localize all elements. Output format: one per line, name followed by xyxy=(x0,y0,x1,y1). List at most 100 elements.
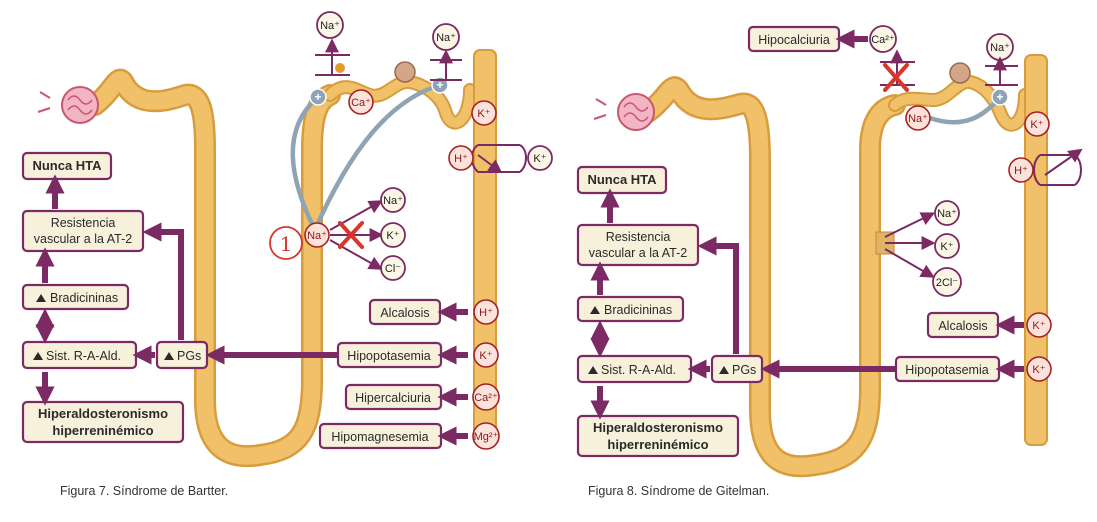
exchanger-icon xyxy=(1033,154,1082,186)
label-sist-raa: Sist. R-A-Ald. xyxy=(46,349,121,363)
nephron-tubule xyxy=(593,54,1048,478)
ion-ca xyxy=(348,89,374,115)
ion-ca xyxy=(472,383,500,411)
box-nunca-hta xyxy=(576,165,668,195)
ion-h xyxy=(448,145,474,171)
ion-na xyxy=(934,200,960,226)
ion-mg-label: Mg²⁺ xyxy=(474,431,499,443)
up-arrow-icon xyxy=(164,352,174,360)
ion-ca xyxy=(869,25,897,53)
ion-cl xyxy=(932,267,962,297)
ion-na-label: Na⁺ xyxy=(383,195,403,207)
box-hiperaldosteronismo xyxy=(21,400,185,444)
paracellular-pipe-b xyxy=(312,82,443,233)
label-hiperaldo-1: Hiperaldosteronismo xyxy=(38,406,168,421)
up-arrow-icon xyxy=(590,306,600,314)
label-hiperaldo-2: hiperreninémico xyxy=(607,437,708,452)
label-nunca-hta: Nunca HTA xyxy=(587,172,657,187)
ion-k-label: K⁺ xyxy=(477,108,490,120)
ion-k-label: K⁺ xyxy=(533,153,546,165)
label-hiperaldo-1: Hiperaldosteronismo xyxy=(593,420,723,435)
arrow-transport xyxy=(329,239,383,270)
box-bradicininas xyxy=(21,283,130,311)
ion-k xyxy=(471,100,497,126)
label-resistencia-1: Resistencia xyxy=(51,216,116,230)
arrow-transport xyxy=(884,212,936,238)
label-resistencia-1: Resistencia xyxy=(606,230,671,244)
ion-k-label: K⁺ xyxy=(479,350,492,362)
ion-k-label: K⁺ xyxy=(1032,364,1045,376)
arrow-pgs-to-resistencia xyxy=(697,236,739,354)
ion-k xyxy=(1026,312,1052,338)
caption-gitelman: Figura 8. Síndrome de Gitelman. xyxy=(588,484,769,498)
box-hiperaldosteronismo xyxy=(576,414,740,458)
ion-k xyxy=(473,342,499,368)
pump-icon xyxy=(335,63,345,73)
ion-na-label: Na⁺ xyxy=(937,208,957,220)
label-resistencia-2: vascular a la AT-2 xyxy=(589,246,687,260)
ion-na-label: Na⁺ xyxy=(908,113,928,125)
ion-na-label: Na⁺ xyxy=(307,230,327,242)
svg-text:+: + xyxy=(996,90,1003,104)
ion-ca-label: Ca²⁺ xyxy=(871,34,895,46)
caption-bartter: Figura 7. Síndrome de Bartter. xyxy=(60,484,228,498)
ion-k xyxy=(934,233,960,259)
label-bradicininas: Bradicininas xyxy=(604,303,672,317)
ion-k xyxy=(1026,356,1052,382)
transporter-icon xyxy=(985,65,1018,86)
up-arrow-icon xyxy=(33,352,43,360)
ion-cl-label: 2Cl⁻ xyxy=(936,277,959,289)
ion-k-label: K⁺ xyxy=(1030,119,1043,131)
label-nunca-hta: Nunca HTA xyxy=(32,158,102,173)
up-arrow-icon xyxy=(36,294,46,302)
ion-na xyxy=(905,105,931,131)
ion-k-label: K⁺ xyxy=(940,241,953,253)
label-pgs: PGs xyxy=(732,363,756,377)
ion-mg xyxy=(472,422,500,450)
label-bradicininas: Bradicininas xyxy=(50,291,118,305)
ion-h-label: H⁺ xyxy=(479,307,493,319)
ion-k xyxy=(1024,111,1050,137)
ion-k-label: K⁺ xyxy=(1032,320,1045,332)
arrow-pgs-to-resistencia xyxy=(142,222,184,340)
svg-text:+: + xyxy=(436,78,443,92)
label-hipocalciuria: Hipocalciuria xyxy=(758,33,830,47)
ion-ca-label: Ca⁺ xyxy=(351,97,371,109)
ion-cl xyxy=(380,255,406,281)
ion-cl-label: Cl⁻ xyxy=(385,263,401,275)
ion-k-label: K⁺ xyxy=(386,230,399,242)
up-arrow-icon xyxy=(588,366,598,374)
ion-h-label: H⁺ xyxy=(1014,165,1028,177)
label-hiperaldo-2: hiperreninémico xyxy=(52,423,153,438)
ion-h-label: H⁺ xyxy=(454,153,468,165)
ion-k xyxy=(380,222,406,248)
ion-na-label: Na⁺ xyxy=(320,20,340,32)
arrow-exchange xyxy=(477,154,503,174)
label-resistencia-2: vascular a la AT-2 xyxy=(34,232,132,246)
paracellular-pipe-a xyxy=(290,94,321,233)
label-alcalosis: Alcalosis xyxy=(938,319,987,333)
label-hipopotasemia: Hipopotasemia xyxy=(347,349,430,363)
label-pgs: PGs xyxy=(177,349,201,363)
label-hipercalciuria: Hipercalciuria xyxy=(355,391,431,405)
ion-h xyxy=(473,299,499,325)
blocked-x-icon xyxy=(338,221,364,249)
label-alcalosis: Alcalosis xyxy=(380,306,429,320)
ion-na-label: Na⁺ xyxy=(436,32,456,44)
ion-ca-label: Ca²⁺ xyxy=(474,392,498,404)
label-sist-raa: Sist. R-A-Ald. xyxy=(601,363,676,377)
ion-na xyxy=(304,222,330,248)
ion-k xyxy=(527,145,553,171)
gitelman-figure: + Hipocalciuria Ca²⁺ Na⁺ Na⁺ K⁺ H⁺ Na⁺ K… xyxy=(576,25,1083,498)
up-arrow-icon xyxy=(719,366,729,374)
bartter-figure: + + Nunca HTA Resistencia vascular a la … xyxy=(21,11,553,498)
svg-text:+: + xyxy=(314,90,321,104)
label-hipopotasemia: Hipopotasemia xyxy=(905,363,988,377)
plus-icon xyxy=(309,88,327,106)
ion-na xyxy=(380,187,406,213)
box-nunca-hta xyxy=(21,151,113,181)
arrow-transport xyxy=(884,248,935,278)
plus-icon xyxy=(991,88,1009,106)
